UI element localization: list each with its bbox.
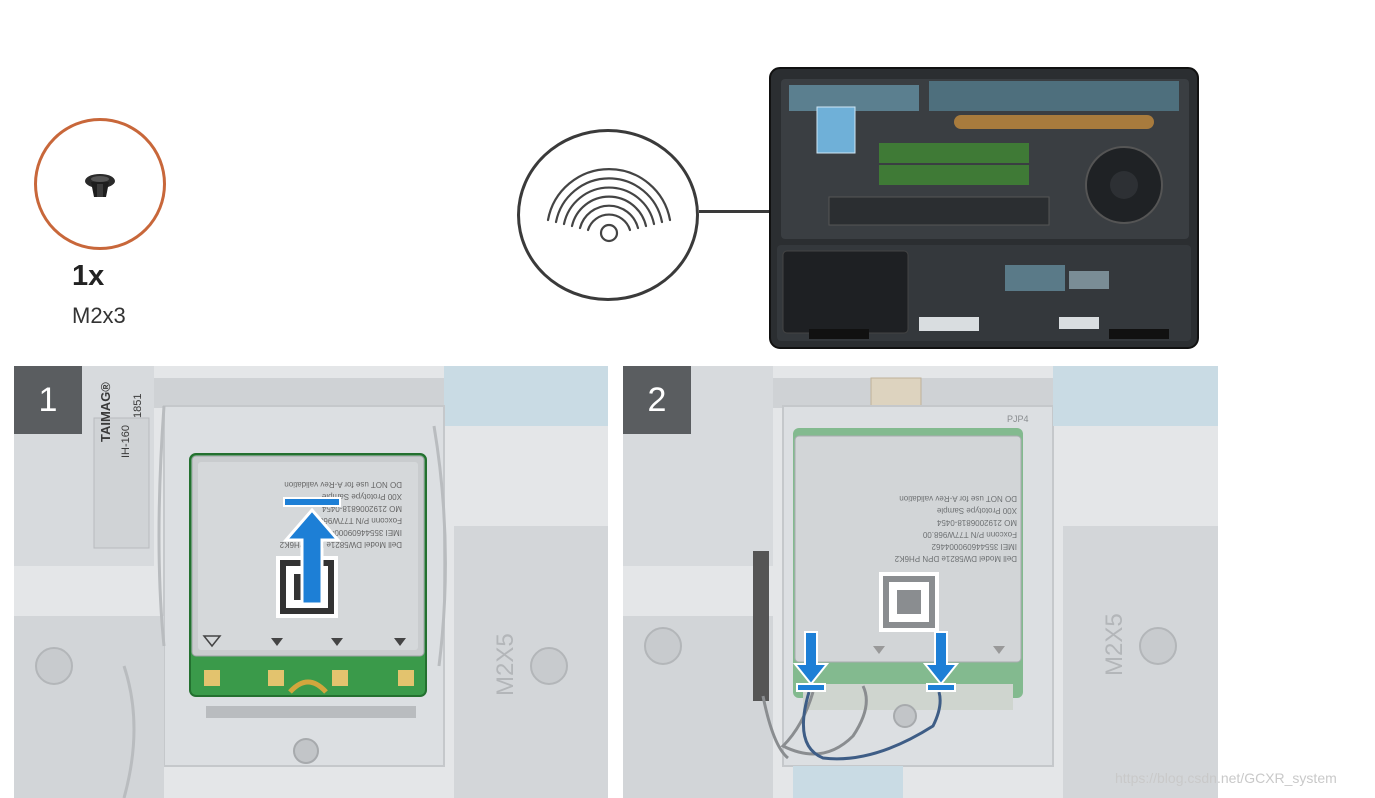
card-label-line: DO NOT use for A-Rev validation — [837, 492, 1017, 504]
step-2-illustration — [623, 366, 1218, 798]
connect-arrow-aux-icon — [923, 630, 959, 694]
ih160-label: IH-160 — [120, 425, 132, 458]
wlan-callout-circle — [517, 129, 699, 301]
pjp4-label: PJP4 — [1007, 414, 1029, 424]
step-2-panel: M2X5 PJP4 Dell Model DW5821e DPN PH6K2 I… — [623, 366, 1218, 798]
screw-callout-circle — [34, 118, 166, 250]
connect-arrow-main-icon — [793, 630, 829, 694]
screw-quantity: 1x — [72, 260, 104, 293]
step-number-badge: 2 — [623, 366, 691, 434]
watermark-text: https://blog.csdn.net/GCXR_system — [1115, 770, 1337, 786]
lift-arrow-icon — [282, 496, 342, 608]
step-number-badge: 1 — [14, 366, 82, 434]
card-label-line: Foxconn P/N T77W968.00 — [837, 528, 1017, 540]
taimag-label: TAIMAG® — [98, 382, 113, 442]
screw-size-label: M2x3 — [72, 303, 126, 329]
wlan-card-label-text: Dell Model DW5821e DPN PH6K2 IMEI 355446… — [837, 492, 1017, 564]
screw-icon — [37, 121, 163, 247]
m2x5-label: M2X5 — [1101, 613, 1129, 676]
code-1851-label: 1851 — [132, 394, 144, 418]
card-label-line: MO 2192006818-0454 — [837, 516, 1017, 528]
card-label-line: Dell Model DW5821e DPN PH6K2 — [837, 552, 1017, 564]
m2x5-label: M2X5 — [492, 633, 520, 696]
step-1-panel: TAIMAG® IH-160 1851 M2X5 Dell Model DW58… — [14, 366, 608, 798]
wifi-icon — [520, 132, 696, 298]
laptop-chassis-overview — [769, 67, 1199, 349]
card-label-line: IMEI 355446090004462 — [837, 540, 1017, 552]
card-label-line: X00 Prototype Sample — [837, 504, 1017, 516]
card-label-line: DO NOT use for A-Rev validation — [224, 478, 402, 490]
